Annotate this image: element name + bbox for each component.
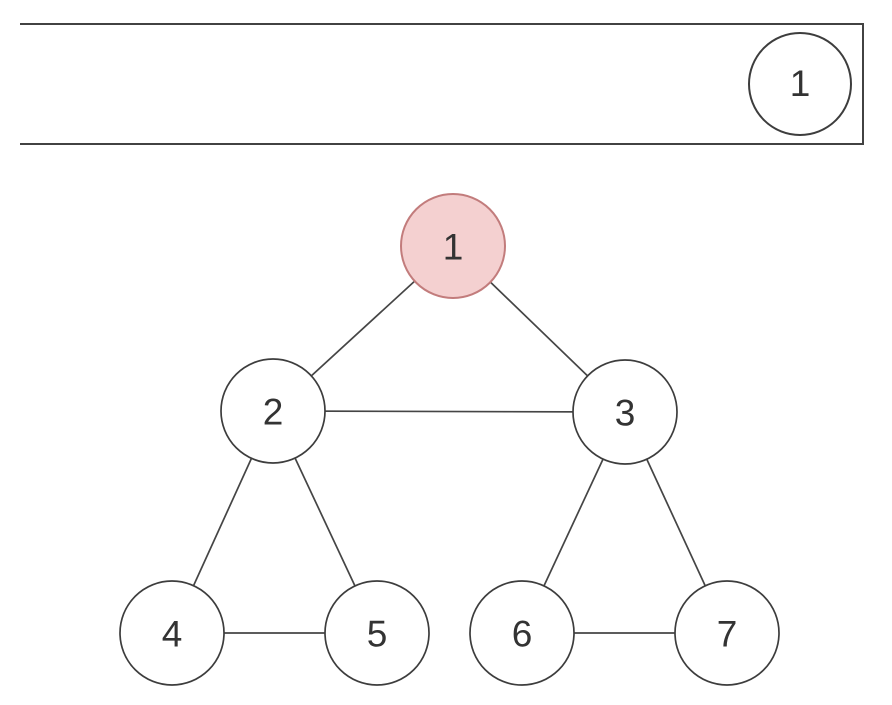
graph-node-4[interactable]: 4: [119, 580, 225, 686]
graph-node-7[interactable]: 7: [674, 580, 780, 686]
graph-node-circle: [220, 358, 326, 464]
graph-node-6[interactable]: 6: [469, 580, 575, 686]
graph-node-label: 2: [263, 391, 284, 432]
graph-node-circle: [572, 359, 678, 465]
queue-container: 1: [20, 23, 864, 145]
graph-node-circle: [469, 580, 575, 686]
graph-node-2[interactable]: 2: [220, 358, 326, 464]
graph-node-label: 4: [162, 613, 183, 654]
graph-edge-2-3: [272, 410, 626, 413]
queue-node-label: 1: [789, 63, 811, 104]
graph-node-label: 5: [367, 613, 388, 654]
graph-node-circle: [119, 580, 225, 686]
graph-node-circle: [674, 580, 780, 686]
queue-node-1: 1: [748, 32, 852, 136]
graph-node-1[interactable]: 1: [400, 193, 506, 299]
graph-node-label: 7: [717, 613, 738, 654]
graph-node-3[interactable]: 3: [572, 359, 678, 465]
graph-node-label: 1: [443, 226, 464, 267]
graph-node-label: 3: [615, 392, 636, 433]
graph-node-label: 6: [512, 613, 533, 654]
graph-node-circle: [324, 580, 430, 686]
graph-node-circle: [400, 193, 506, 299]
graph-node-5[interactable]: 5: [324, 580, 430, 686]
